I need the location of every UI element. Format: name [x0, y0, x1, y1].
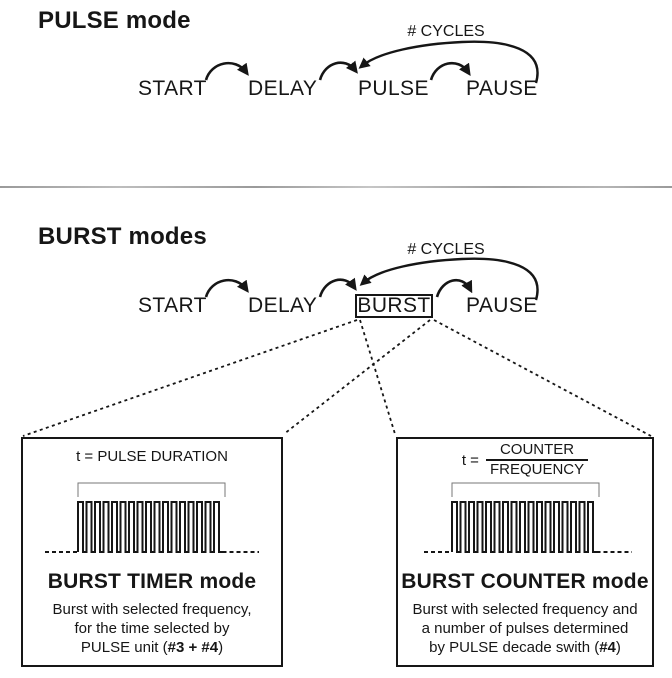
counter-mode-description: Burst with selected frequency and a numb…	[398, 600, 652, 657]
timer-mode-description: Burst with selected frequency, for the t…	[23, 600, 281, 657]
callout-dashed-lines	[22, 319, 652, 437]
timer-mode-title: BURST TIMER mode	[47, 570, 257, 593]
section-divider	[0, 186, 672, 188]
state-delay: DELAY	[248, 294, 318, 317]
state-pause: PAUSE	[466, 294, 538, 317]
pulse-mode-title: PULSE mode	[38, 7, 191, 34]
counter-mode-title: BURST COUNTER mode	[401, 570, 649, 593]
callout-line	[433, 319, 652, 437]
desc-line-1: Burst with selected frequency and	[412, 601, 638, 618]
burst-cycles-label: # CYCLES	[407, 241, 485, 258]
state-pulse: PULSE	[358, 77, 429, 100]
state-pause: PAUSE	[466, 77, 538, 100]
desc-line-1: Burst with selected frequency,	[52, 601, 252, 618]
desc-line-3: PULSE unit (#3 + #4)	[80, 639, 224, 656]
desc-line-3: by PULSE decade swith (#4)	[429, 639, 621, 656]
formula-prefix: t =	[461, 451, 479, 469]
arrow-start-delay	[204, 61, 249, 81]
desc-line-2: a number of pulses determined	[421, 620, 629, 637]
arrow-delay-pulse	[318, 60, 358, 81]
burst-counter-box: t = COUNTER FREQUENCY BURST COUNTER mode…	[396, 437, 654, 667]
state-delay: DELAY	[248, 77, 318, 100]
burst-timer-box: t = PULSE DURATION BURST TIMER mode Burs…	[21, 437, 283, 667]
state-burst-label: BURST	[357, 294, 431, 317]
arrow-pulse-pause	[429, 61, 471, 81]
counter-formula: t = COUNTER FREQUENCY	[398, 442, 652, 478]
arrow-delay-burst	[318, 277, 357, 298]
callout-line	[22, 319, 358, 437]
desc-line-2: for the time selected by	[74, 620, 230, 637]
formula-denominator: FREQUENCY	[489, 461, 585, 478]
callout-line	[283, 319, 431, 435]
timer-formula: t = PULSE DURATION	[76, 448, 228, 465]
formula-fraction: COUNTER FREQUENCY	[485, 442, 589, 478]
arrow-start-delay	[204, 278, 249, 298]
callout-line	[359, 319, 396, 435]
state-start: START	[138, 294, 207, 317]
state-start: START	[138, 77, 207, 100]
state-burst-box: BURST	[355, 294, 433, 318]
formula-numerator: COUNTER	[485, 442, 589, 461]
burst-modes-title: BURST modes	[38, 223, 207, 250]
pulse-cycles-label: # CYCLES	[407, 23, 485, 40]
